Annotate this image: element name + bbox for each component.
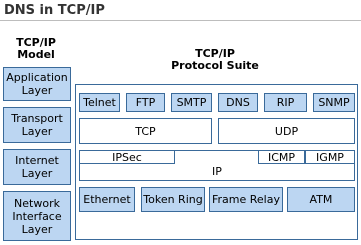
protocol-token-ring: Token Ring [141, 187, 205, 212]
protocol-snmp: SNMP [313, 93, 355, 112]
protocol-ftp: FTP [126, 93, 165, 112]
protocol-rip: RIP [264, 93, 307, 112]
protocol-smtp: SMTP [171, 93, 212, 112]
model-heading: TCP/IP Model [16, 36, 56, 61]
protocol-udp: UDP [218, 118, 355, 144]
internet-layer: Internet Layer [3, 149, 71, 185]
protocol-frame-relay: Frame Relay [209, 187, 283, 212]
transport-layer: Transport Layer [3, 107, 71, 143]
protocol-icmp: ICMP [258, 150, 305, 164]
protocol-dns: DNS [218, 93, 258, 112]
protocol-ipsec: IPSec [79, 150, 175, 164]
suite-heading: TCP/IP Protocol Suite [171, 47, 259, 72]
protocol-telnet: Telnet [79, 93, 120, 112]
title-divider [0, 20, 361, 21]
diagram-title: DNS in TCP/IP [4, 3, 105, 18]
application-layer: Application Layer [3, 67, 71, 101]
protocol-igmp: IGMP [305, 150, 355, 164]
protocol-tcp: TCP [79, 118, 212, 144]
protocol-ethernet: Ethernet [79, 187, 135, 212]
network-interface-layer: Network Interface Layer [3, 191, 71, 241]
protocol-atm: ATM [287, 187, 355, 212]
